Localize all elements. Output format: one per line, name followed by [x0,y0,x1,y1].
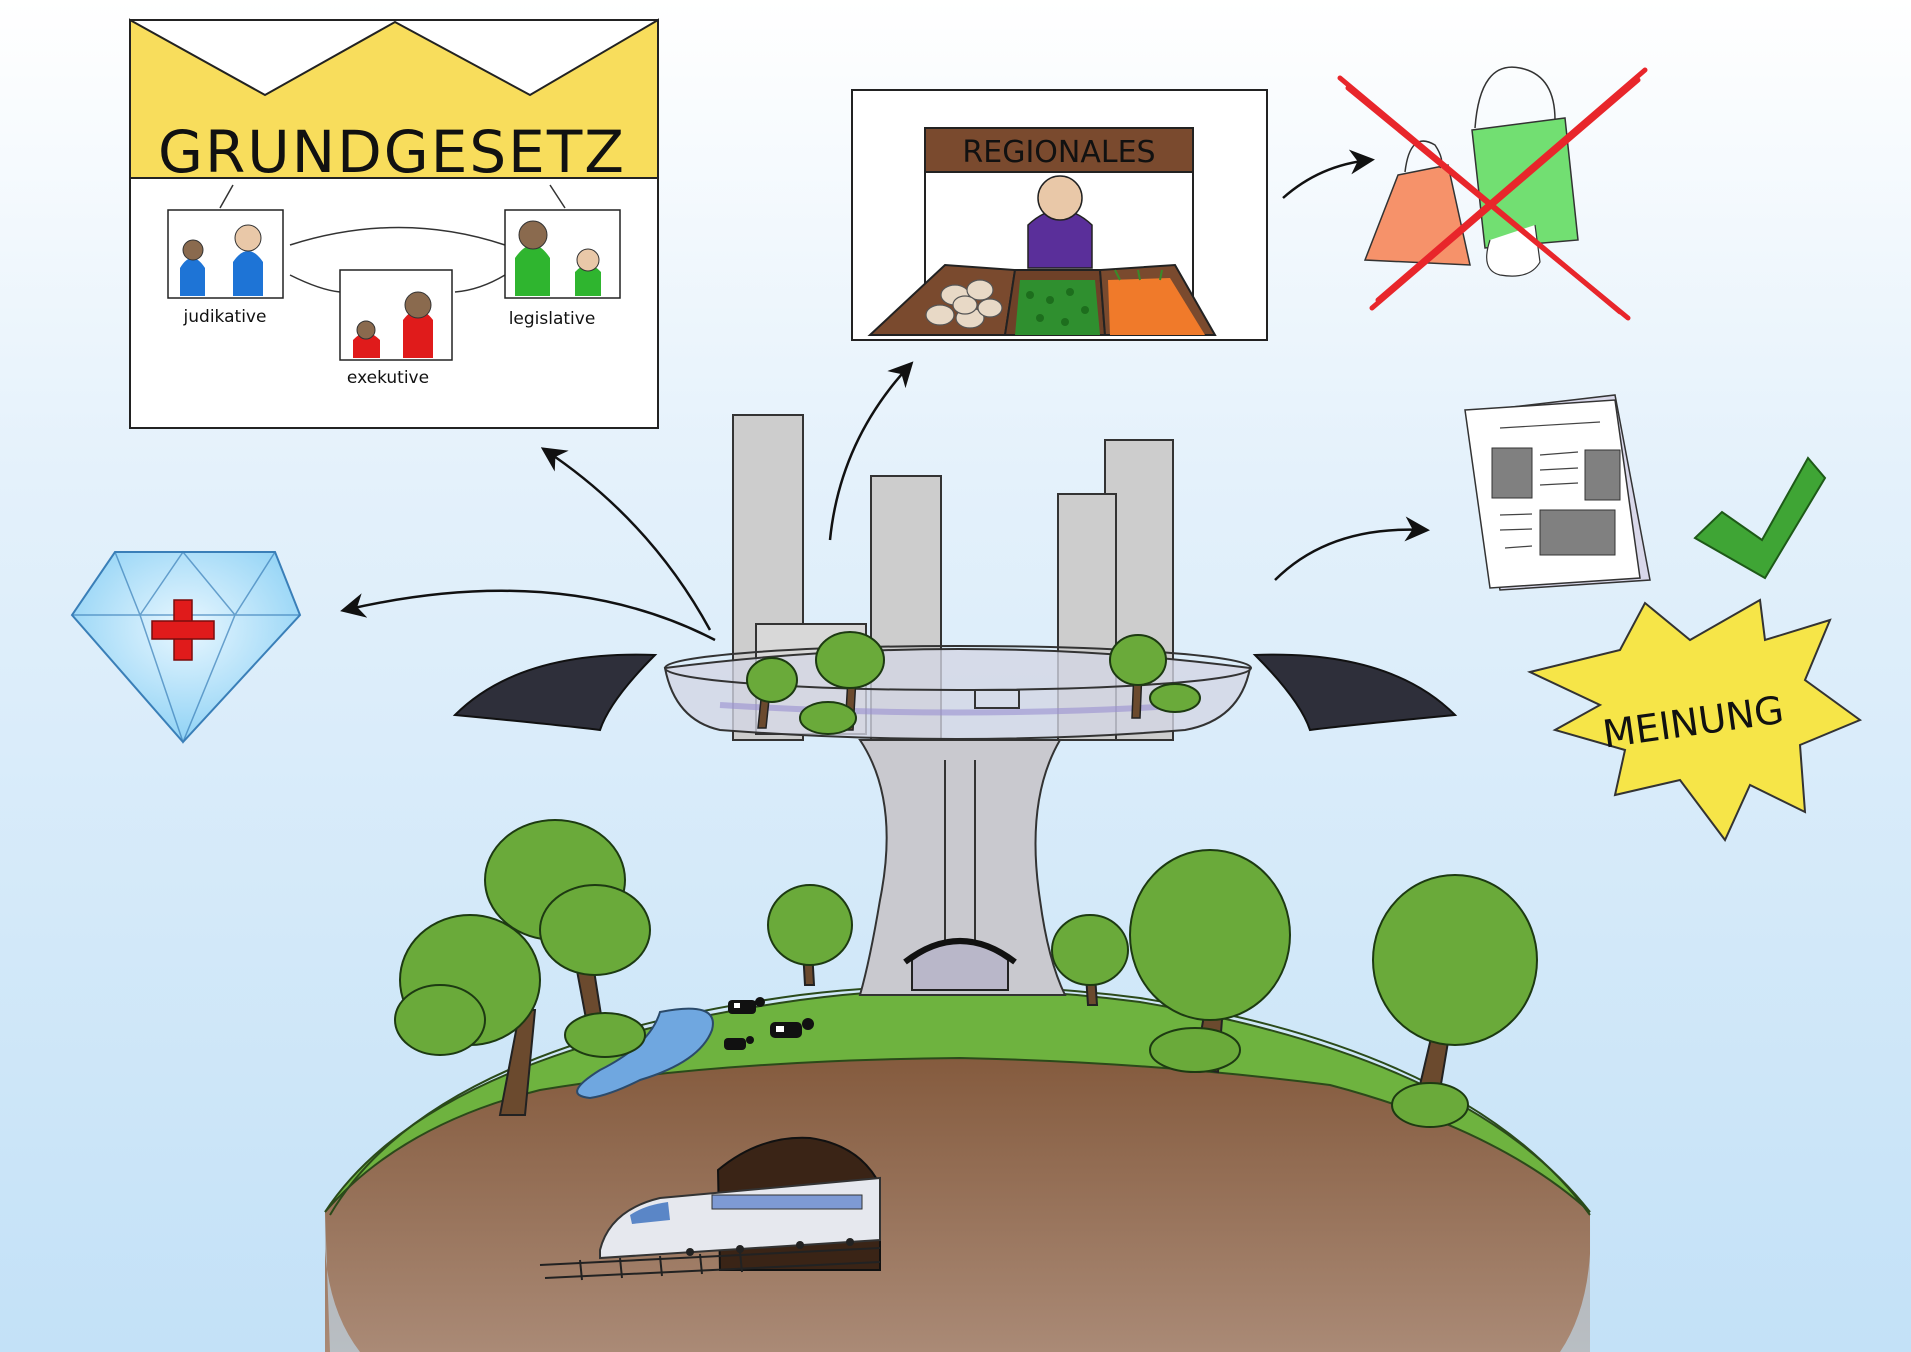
river [576,1007,714,1100]
regional-market-panel: REGIONALES [851,89,1268,341]
carrots [1108,278,1205,335]
grundgesetz-title: GRUNDGESETZ [158,118,626,186]
cross-icon [1337,67,1648,321]
cow-icon [724,997,814,1050]
market-sign [924,127,1194,173]
newspaper-icon [1464,394,1651,591]
grundgesetz-panel: GRUNDGESETZ judikative exekutive legisla… [129,18,659,429]
road-left [452,653,658,732]
planet [324,819,1591,1352]
tree-icon [394,819,1538,1128]
market-sign-label: REGIONALES [962,135,1155,170]
arrows [340,149,1430,642]
arrow-to-market [828,361,914,541]
arrow-to-no-bags [1282,149,1375,199]
shopping-bags-icon [1337,66,1648,321]
legislative-label: legislative [509,309,596,329]
platform-stem [858,739,1067,996]
rail-track [539,1247,881,1281]
city-platform [452,414,1458,996]
health-diamond-icon [70,550,302,745]
road-right [1252,653,1458,732]
potatoes [925,279,1003,329]
arrow-to-grundgesetz [540,447,712,631]
arrow-to-newspaper [1274,516,1430,581]
opinion-starburst: MEINUNG [1527,598,1863,842]
arrow-to-health [340,589,716,642]
judikative-label: judikative [183,307,267,327]
peas [1015,280,1100,335]
checkmark-icon [1693,456,1827,580]
soil [325,990,1590,1352]
exekutive-label: exekutive [347,368,429,388]
train-icon [599,1176,881,1260]
